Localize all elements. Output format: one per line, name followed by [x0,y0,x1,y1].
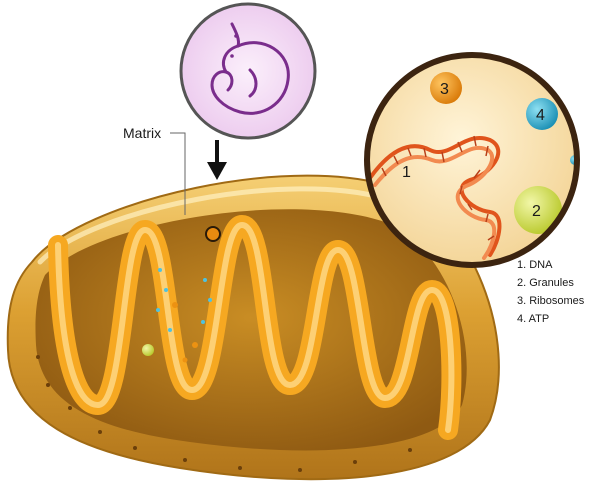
ribosome-marker: 3 [440,81,449,98]
atp-particle [526,98,558,130]
zoom-focus-point [205,226,221,242]
legend-item-atp: 4. ATP [517,313,550,325]
matrix-leader-line [170,132,186,215]
arrow-down-icon [207,140,227,180]
membrane-pores [36,355,412,472]
legend: 1. DNA 2. Granules 3. Ribosomes 4. ATP [517,256,584,328]
dna-strand [368,135,502,260]
fetus-icon [179,2,317,140]
legend-item-granules: 2. Granules [517,277,574,289]
legend-item-dna: 1. DNA [517,259,553,271]
zoom-circle: 1 3 4 2 [364,52,580,268]
dna-marker: 1 [402,164,411,181]
cristae-highlight [55,222,455,433]
granule-marker: 2 [532,203,541,220]
membrane-highlight [37,186,393,265]
matrix-label: Matrix [123,125,161,141]
ribosome-particle [430,72,462,104]
atp-marker: 4 [536,107,545,124]
legend-item-ribosomes: 3. Ribosomes [517,295,585,307]
matrix-label-group: Matrix [123,125,186,215]
granule-particle [514,186,562,234]
mitochondrion [6,174,500,481]
matrix-particles [142,268,212,363]
